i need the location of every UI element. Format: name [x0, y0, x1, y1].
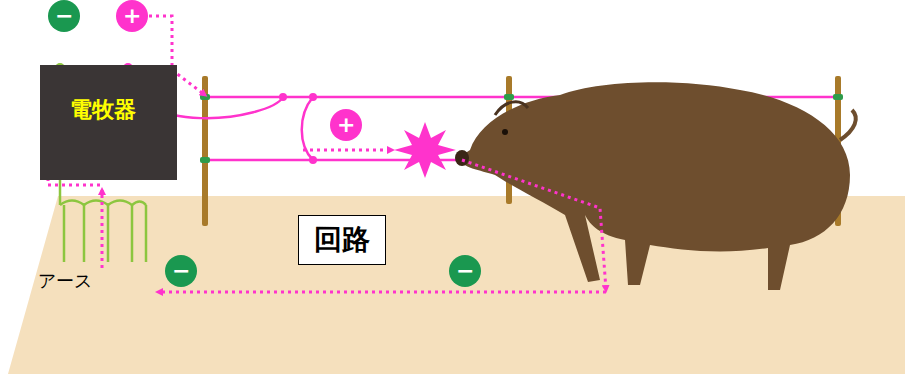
- earth-label: アース: [38, 272, 92, 290]
- node-text: 回路: [314, 226, 370, 254]
- boar-figure: [455, 82, 856, 290]
- node-text: +: [123, 5, 141, 27]
- energizer-box: 電牧器: [40, 65, 177, 180]
- node-text: −: [172, 260, 190, 282]
- node-text: 電牧器: [70, 99, 136, 121]
- node-text: −: [55, 5, 73, 27]
- spark: [394, 122, 456, 178]
- circuit-label-box: 回路: [298, 215, 386, 265]
- node-text: −: [456, 260, 474, 282]
- node-text: +: [337, 114, 355, 136]
